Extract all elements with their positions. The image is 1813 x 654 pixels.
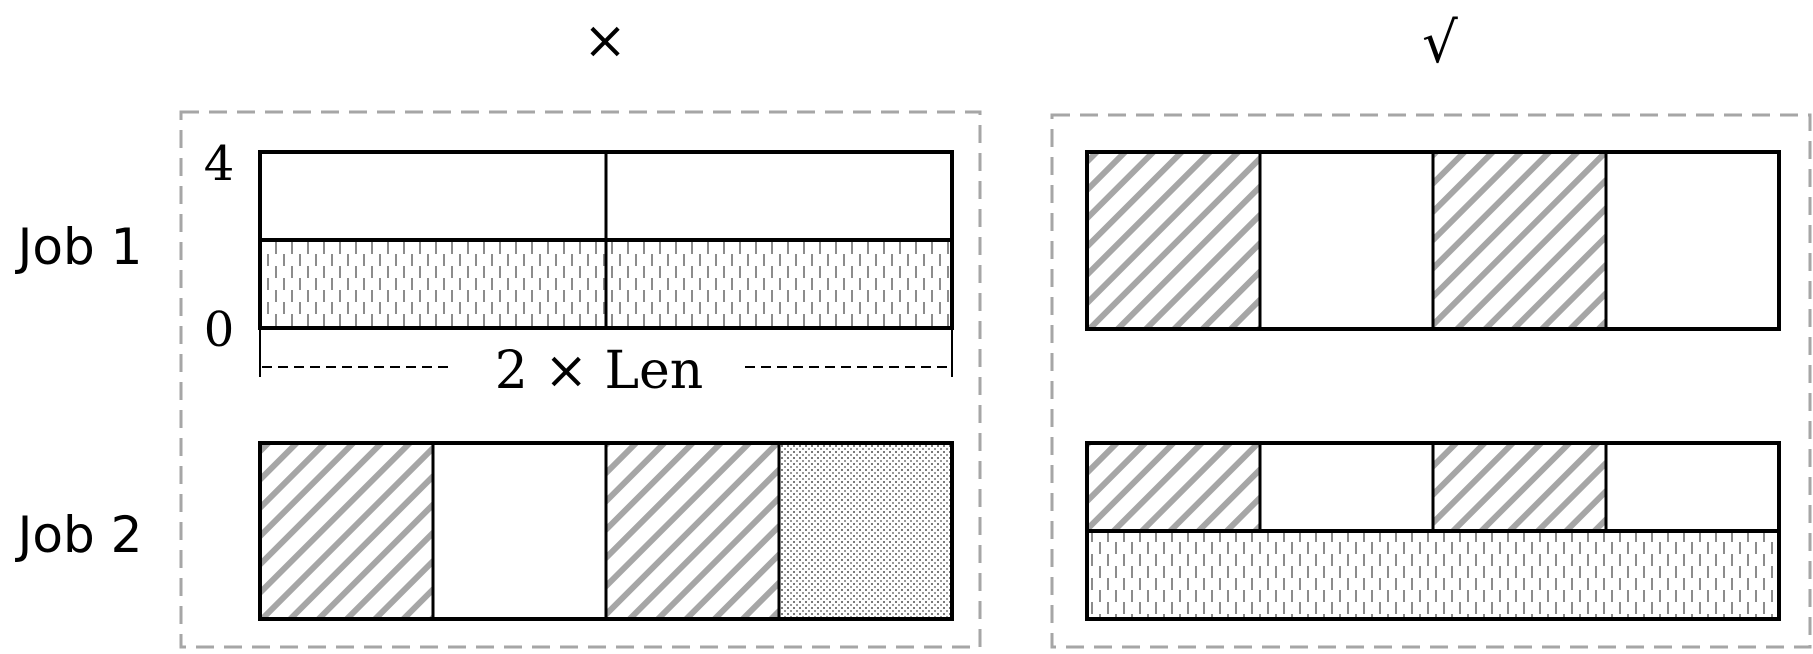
right-job1-block [1085,150,1781,331]
left-job2-dotted-region [779,443,952,619]
left-panel-frame [179,110,982,649]
left-job2-hatch-2 [606,443,779,619]
left-job1-block [258,150,954,330]
right-job2-dashed-region [1087,531,1779,619]
job2-label: Job 2 [15,506,143,564]
job1-label: Job 1 [15,218,143,276]
right-panel-symbol: √ [1422,11,1458,76]
span-indicator: 2 × Len [259,330,953,401]
right-job1-hatch-2 [1433,152,1606,329]
left-job2-hatch-1 [260,443,433,619]
right-job2-hatch-2 [1433,443,1606,531]
right-job2-hatch-1 [1087,443,1260,531]
right-job2-block [1085,441,1781,621]
axis-tick-top: 4 [204,136,235,192]
left-job2-block [258,441,954,621]
axis-tick-bottom: 0 [204,302,235,358]
span-label: 2 × Len [495,341,704,401]
right-job1-hatch-1 [1087,152,1260,329]
left-panel-symbol: × [583,11,627,71]
right-panel-frame [1050,113,1812,649]
